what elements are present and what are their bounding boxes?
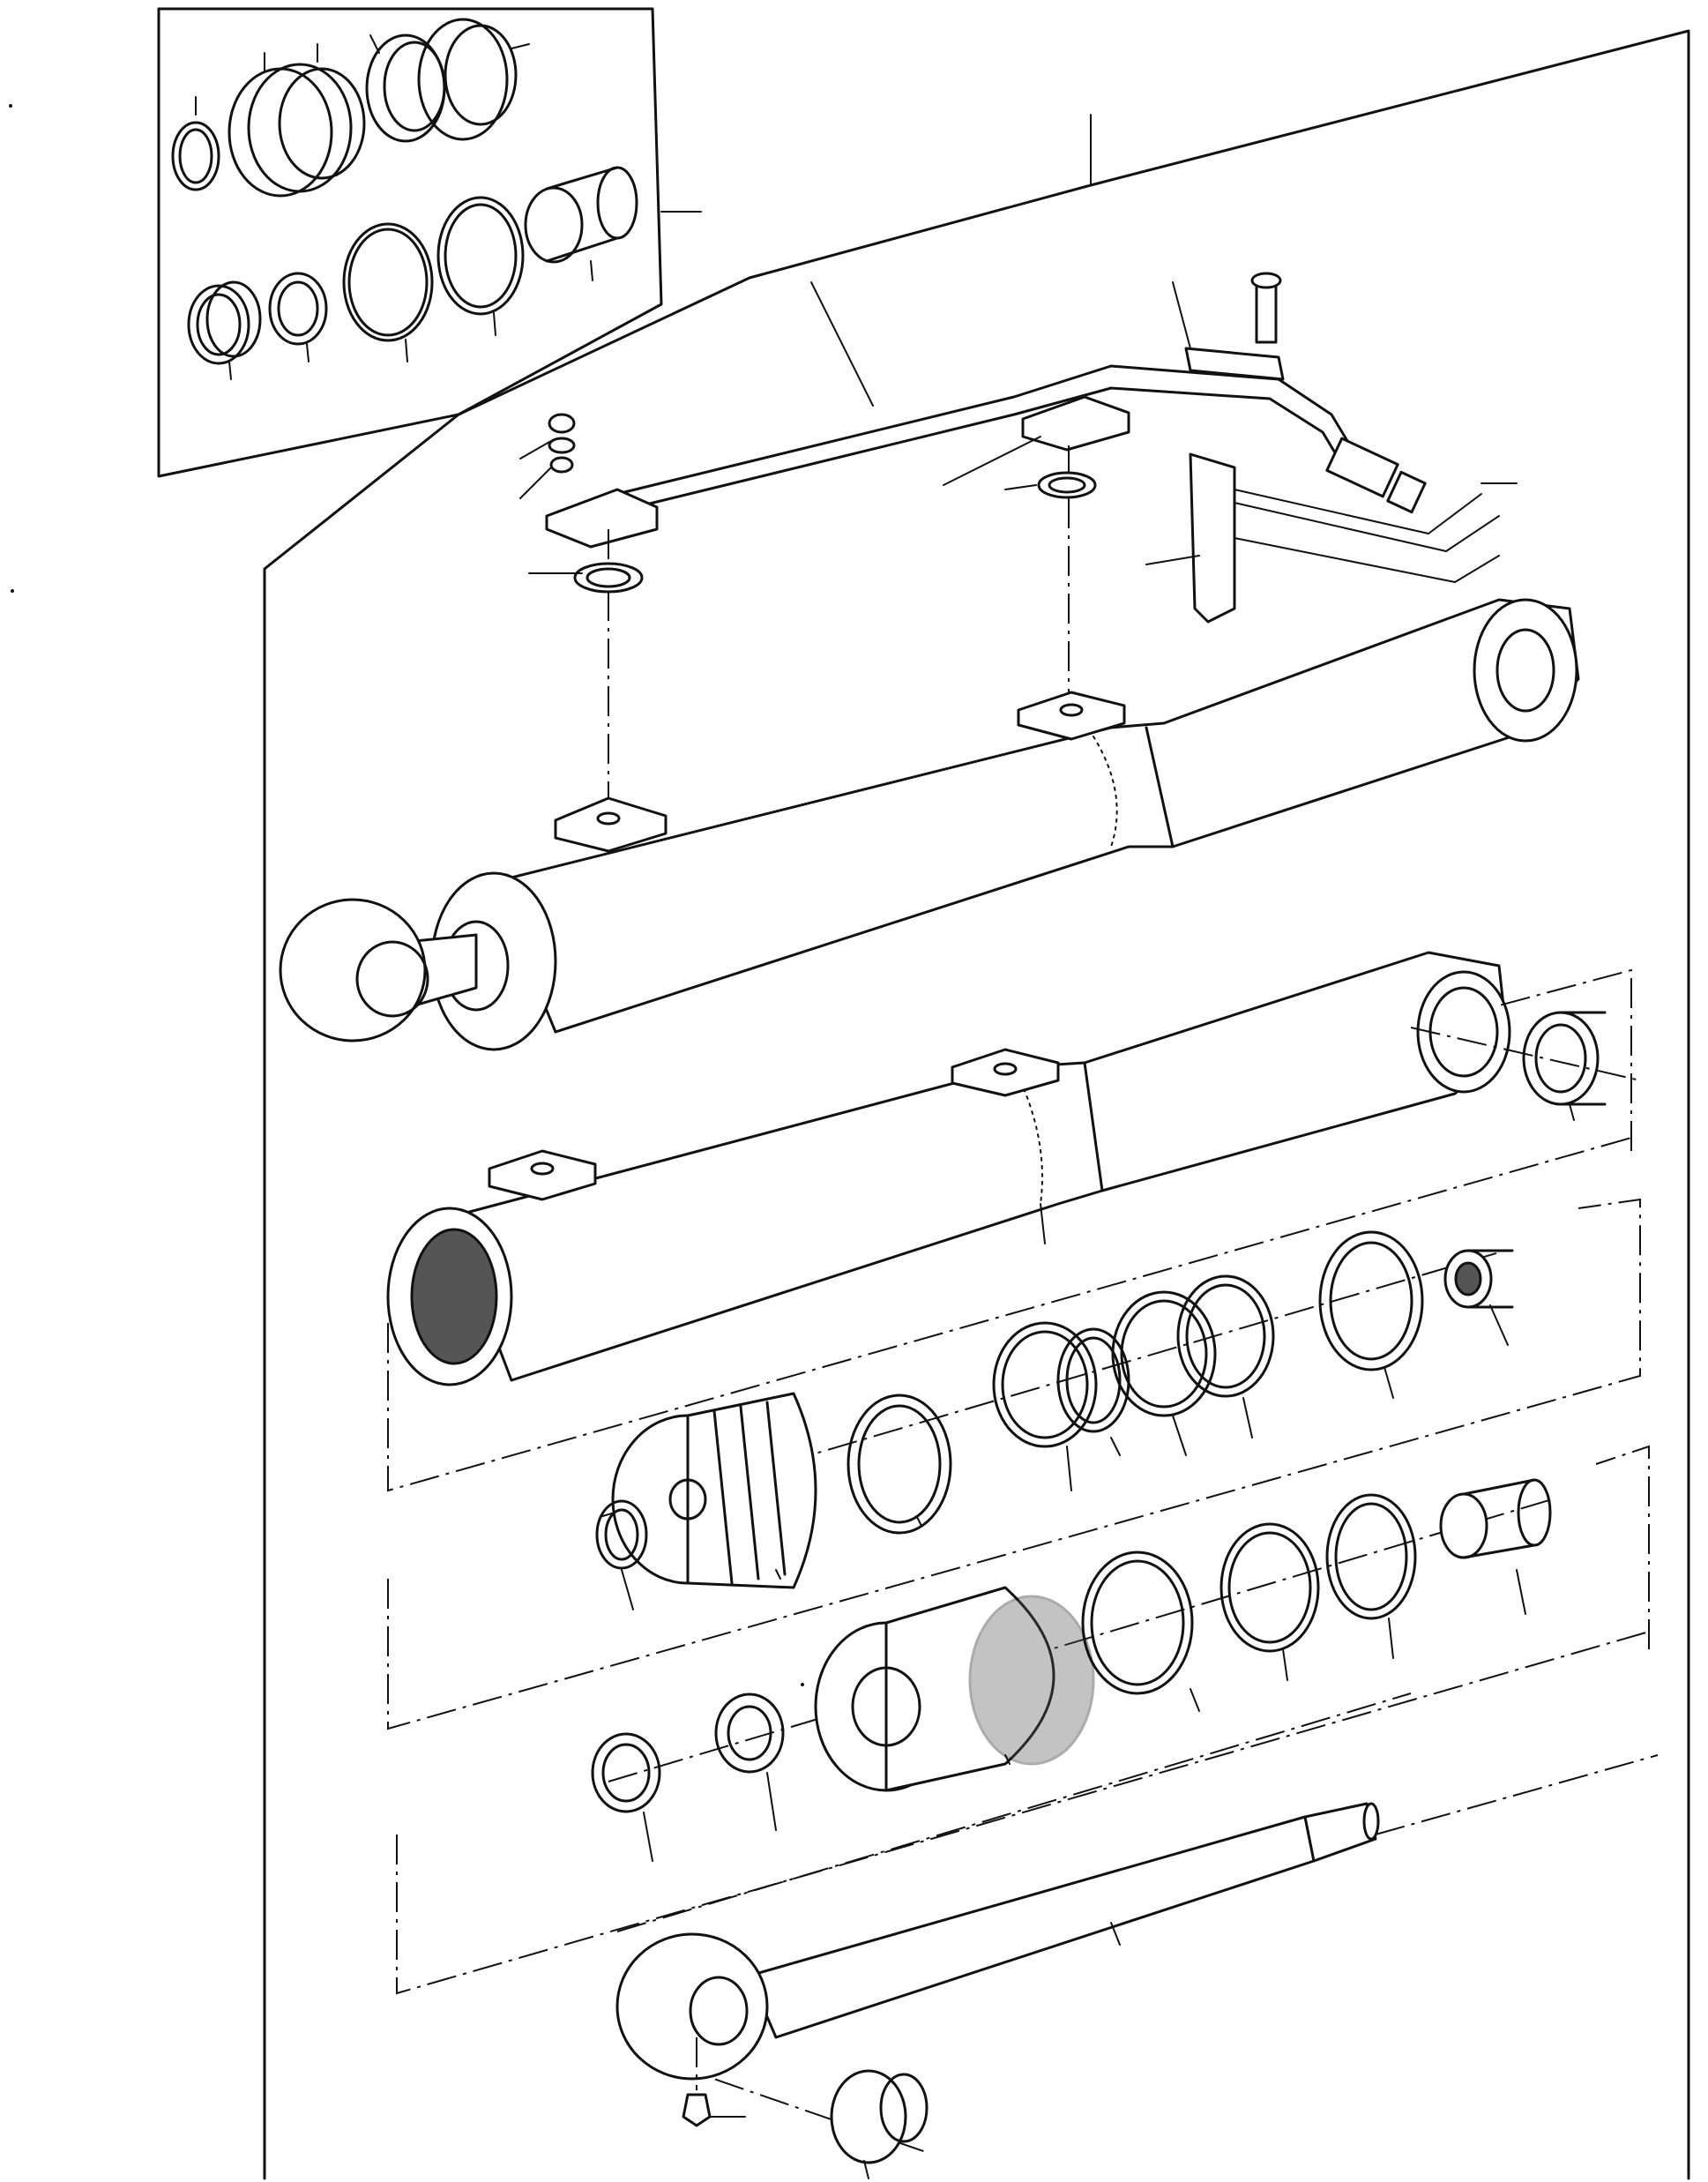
main-frame-outline	[263, 29, 1690, 2180]
cylinder-head-assembly	[591, 1478, 1552, 1862]
rod-wiper	[591, 1732, 661, 1813]
piston-seal-2	[992, 1321, 1098, 1448]
pipe-flange-right	[1021, 395, 1130, 452]
pipe-fitting	[1325, 437, 1399, 498]
seal-ring-top-3	[417, 18, 509, 141]
seal-kit-inset	[157, 7, 702, 478]
piston-seal-3	[1056, 1327, 1130, 1433]
flange-o-ring-right	[1037, 471, 1097, 499]
head-bushing	[1439, 1492, 1488, 1559]
wiper-seal	[187, 284, 250, 365]
wear-ring	[1318, 1230, 1424, 1371]
seal-ring-bottom-1	[342, 222, 434, 342]
seal-ring-bottom-2	[436, 196, 525, 316]
rod-shaft	[748, 1815, 1316, 2039]
tube-port-rear	[951, 1048, 1060, 1097]
bolt	[1255, 279, 1278, 344]
piston-o-ring	[595, 1499, 648, 1570]
inset-frame	[157, 7, 663, 478]
rod-thread	[1303, 1802, 1377, 1863]
front-eye	[279, 898, 427, 1042]
rear-eye	[1473, 598, 1578, 743]
piston-rod	[615, 1802, 1380, 2179]
head-seal-1	[1081, 1551, 1194, 1695]
clip-plate	[1184, 347, 1285, 381]
cylinder-barrel	[492, 598, 1580, 1034]
bushing-inset	[524, 186, 584, 264]
head-seal-3	[1325, 1493, 1417, 1620]
hydraulic-cylinder-assembled	[279, 598, 1580, 1051]
exploded-groupings	[387, 968, 1659, 2153]
piston-seal-4	[1111, 1290, 1217, 1417]
tube-body	[448, 951, 1510, 1382]
hydraulic-cylinder-tube	[386, 951, 1641, 1386]
pipe-bracket	[1189, 452, 1236, 624]
pipe-assembly	[519, 272, 1518, 807]
o-ring-small	[171, 121, 220, 191]
screw-washer-1	[548, 413, 576, 434]
scan-speck	[9, 104, 12, 108]
piston-assembly	[595, 1230, 1514, 1610]
guide-ring	[268, 272, 328, 346]
rod-eye-bushing	[830, 2069, 907, 2164]
tube-rear-eye	[1416, 970, 1511, 1094]
grease-nipple	[682, 2093, 712, 2127]
piston-seal-5	[1176, 1274, 1275, 1398]
rod-eye	[615, 1932, 769, 2081]
piston-seal-1	[847, 1394, 952, 1535]
pipe-flange-left	[545, 488, 659, 549]
pipe-line-1	[615, 364, 1360, 496]
main-frame	[263, 29, 1690, 2180]
rod-seal	[714, 1693, 785, 1774]
head-seal-2	[1219, 1522, 1320, 1653]
